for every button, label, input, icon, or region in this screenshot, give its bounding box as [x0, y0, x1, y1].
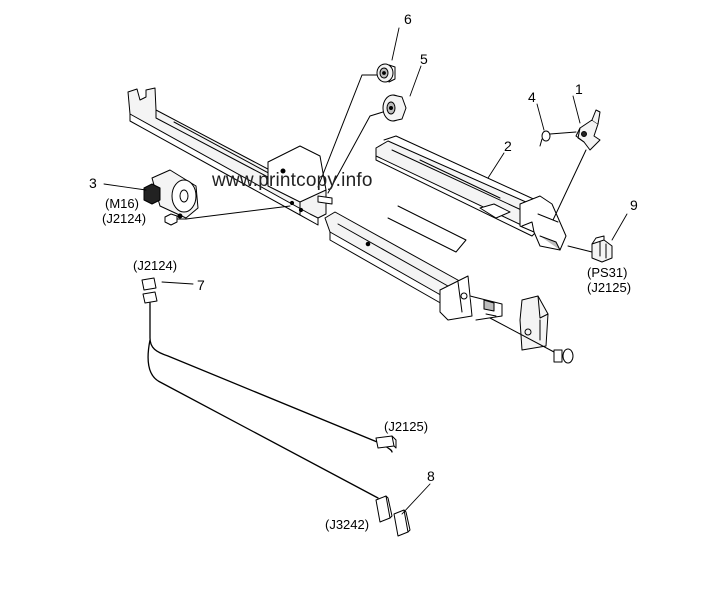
connectors-part-8 — [375, 495, 411, 537]
lever-part-1 — [575, 109, 601, 151]
callout-7: 7 — [197, 277, 205, 293]
bracket-leader-line — [489, 317, 555, 353]
callout-8: 8 — [427, 468, 435, 484]
connector-j2125-cable — [375, 435, 397, 449]
label-j2124-motor: (J2124) — [102, 211, 147, 226]
assembly-bracket-line — [387, 205, 467, 253]
spring-part-4 — [539, 130, 577, 147]
callout-3: 3 — [89, 175, 97, 191]
rail-assembly-part-2 — [375, 135, 567, 251]
watermark-text: www.printcopy.info — [212, 170, 373, 191]
label-j2125-sensor: (J2125) — [587, 280, 632, 295]
label-ps31: (PS31) — [587, 265, 628, 280]
motor-screw — [164, 213, 187, 226]
callout-5: 5 — [420, 51, 428, 67]
lever-leader-line — [552, 149, 587, 221]
callout-9: 9 — [630, 197, 638, 213]
main-frame — [127, 87, 333, 226]
sensor-part-9 — [591, 235, 613, 263]
connector-j2124-cable — [141, 277, 158, 304]
label-j2125-cable: (J2125) — [384, 419, 429, 434]
label-j3242: (J3242) — [325, 517, 370, 532]
bracket-screw — [553, 348, 574, 364]
callout-4: 4 — [528, 89, 536, 105]
cable-part-7 — [147, 302, 393, 499]
roller-part-6 — [376, 63, 396, 83]
label-m16: (M16) — [105, 196, 139, 211]
lower-guide-bar — [324, 211, 503, 321]
motor-part-3 — [143, 169, 199, 219]
callout-6: 6 — [404, 11, 412, 27]
roller-part-5 — [382, 94, 407, 122]
sensor-leader-line — [567, 245, 593, 253]
roller-leader-lines — [317, 74, 384, 194]
callout-1: 1 — [575, 81, 583, 97]
motor-leader-line — [185, 205, 291, 220]
label-j2124-cable: (J2124) — [133, 258, 178, 273]
callout-leaders — [103, 27, 628, 515]
callout-2: 2 — [504, 138, 512, 154]
mounting-bracket — [519, 295, 549, 351]
